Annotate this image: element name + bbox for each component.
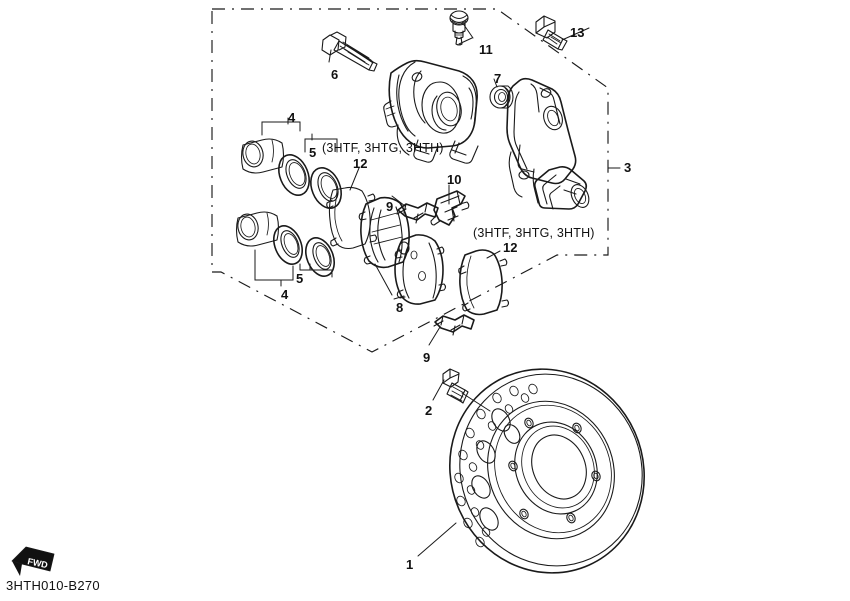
- pad-spring-upper: [391, 195, 439, 224]
- callout-piston-upper: 4: [288, 110, 296, 125]
- model-code-upper: (3HTF, 3HTG, 3HTH): [322, 141, 444, 155]
- callout-brake-pad-set: 8: [396, 300, 404, 315]
- callout-caliper-bolt: 6: [331, 67, 339, 82]
- callout-seal-kit-lower: 5: [296, 271, 304, 286]
- shim-lower: [458, 249, 510, 316]
- callout-pad-retainer: 10: [447, 172, 462, 187]
- callout-pad-spring-upper: 9: [386, 199, 394, 214]
- fwd-arrow-icon: FWD: [11, 546, 55, 576]
- shim-upper: [326, 167, 378, 250]
- piston-seal-group-lower: [235, 211, 335, 287]
- seal-lower-1: [273, 225, 303, 265]
- pad-retainer: [430, 184, 470, 226]
- callout-disc-bolt: 2: [425, 403, 433, 418]
- callout-caliper-assembly: 3: [624, 160, 632, 175]
- piston-upper: [240, 138, 285, 174]
- seal-upper-2: [310, 167, 342, 209]
- piston-lower: [235, 211, 280, 247]
- caliper-body: [383, 59, 479, 164]
- seal-lower-2: [305, 237, 335, 277]
- callout-bleed-screw: 11: [479, 42, 493, 57]
- caliper-bolt-part: [321, 31, 378, 72]
- brake-disc: [417, 368, 645, 574]
- bleed-screw-part: [449, 10, 474, 46]
- callout-piston-lower: 4: [281, 287, 289, 302]
- part-number-label: 3HTH010-B270: [6, 578, 100, 593]
- callout-pad-spring-lower: 9: [423, 350, 431, 365]
- callout-bleed-screw-cap: 7: [494, 71, 502, 86]
- seal-upper-1: [278, 154, 310, 196]
- callout-shim-lower: 12: [503, 240, 518, 255]
- callout-brake-disc: 1: [406, 557, 414, 572]
- caliper-bracket: [506, 77, 590, 210]
- brake-pad-lower: [393, 234, 447, 305]
- brake-pad-upper: [358, 196, 410, 296]
- disc-bolt: [432, 368, 469, 404]
- callout-union-bolt: 13: [570, 25, 585, 40]
- callout-seal-kit-upper: 5: [309, 145, 317, 160]
- svg-text:FWD: FWD: [27, 556, 50, 570]
- assembly-boundary: [211, 8, 609, 353]
- pad-spring-lower: [428, 314, 475, 346]
- union-bolt-part: [535, 15, 590, 51]
- callout-shim-upper: 12: [353, 156, 368, 171]
- model-code-lower: (3HTF, 3HTG, 3HTH): [473, 226, 595, 240]
- piston-seal-group-upper: [240, 117, 342, 209]
